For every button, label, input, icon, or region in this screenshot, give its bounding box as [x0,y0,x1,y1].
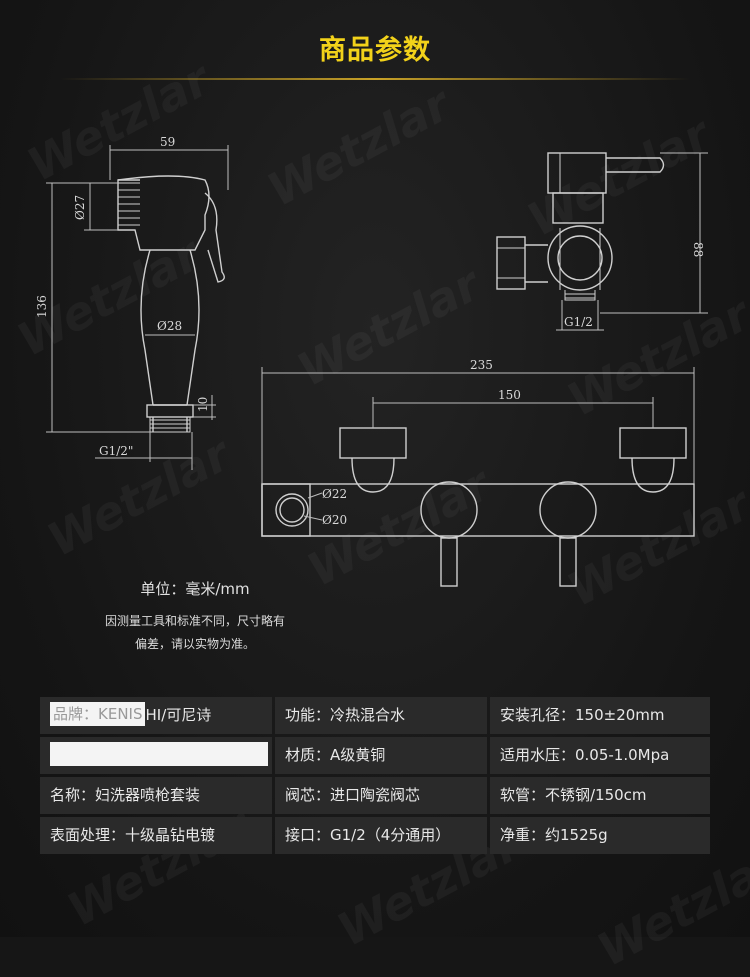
dim-holder-inner: Ø20 [322,513,347,527]
spec-hose: 软管：不锈钢/150cm [490,777,710,814]
spec-row: 名称：妇洗器喷枪套装 阀芯：进口陶瓷阀芯 软管：不锈钢/150cm [40,777,710,814]
dim-handle-thread: G1/2" [99,444,133,458]
dim-thread-length: 10 [196,397,210,412]
dim-valve-height: 88 [691,242,705,257]
unit-label: 单位：毫米/mm [140,580,250,598]
dim-inlet-spacing: 150 [498,388,521,402]
spec-finish: 表面处理：十级晶钻电镀 [40,817,272,854]
spec-hole-distance: 安装孔径：150±20mm [490,697,710,734]
blank-box [50,742,268,766]
mixer-front-drawing [261,427,695,587]
spec-connector: 接口：G1/2（4分通用） [275,817,487,854]
page-title: 商品参数 [319,35,431,66]
spec-pressure: 适用水压：0.05-1.0Mpa [490,737,710,774]
note-line: 因测量工具和标准不同，尺寸略有 [104,614,285,628]
spec-valve-core: 阀芯：进口陶瓷阀芯 [275,777,487,814]
dim-holder-outer: Ø22 [322,487,347,501]
handheld-dimension-lines [46,145,229,470]
handheld-sprayer-drawing [117,175,225,433]
dim-bar-length: 235 [470,358,493,372]
valve-dimension-lines [556,152,708,331]
title-divider [60,78,690,80]
valve-side-drawing [496,152,665,301]
measurement-note: 因测量工具和标准不同，尺寸略有 偏差，请以实物为准。 [40,610,350,656]
note-line: 偏差，请以实物为准。 [134,637,255,651]
mixer-dimension-lines [261,367,695,521]
spec-row: 表面处理：十级晶钻电镀 接口：G1/2（4分通用） 净重：约1525g [40,817,710,854]
dim-handle-width: 59 [160,135,175,149]
spec-blank [40,737,272,774]
dim-grip-diameter: Ø28 [157,319,182,333]
dim-valve-thread: G1/2 [564,315,593,329]
spec-name: 名称：妇洗器喷枪套装 [40,777,272,814]
technical-drawing: 59 Ø27 136 Ø28 10 G1/2" 88 [35,135,708,587]
spec-row: 材质：A级黄铜 适用水压：0.05-1.0Mpa [40,737,710,774]
brand-rest: HI/可尼诗 [145,706,212,724]
dim-handle-height: 136 [35,295,49,318]
brand-highlight: 品牌：KENIS [50,702,146,726]
watermark: Wetzlar [589,837,750,977]
spec-material: 材质：A级黄铜 [275,737,487,774]
title-area: 商品参数 [0,28,750,67]
dim-handle-diameter: Ø27 [73,195,87,220]
spec-weight: 净重：约1525g [490,817,710,854]
spec-function: 功能：冷热混合水 [275,697,487,734]
